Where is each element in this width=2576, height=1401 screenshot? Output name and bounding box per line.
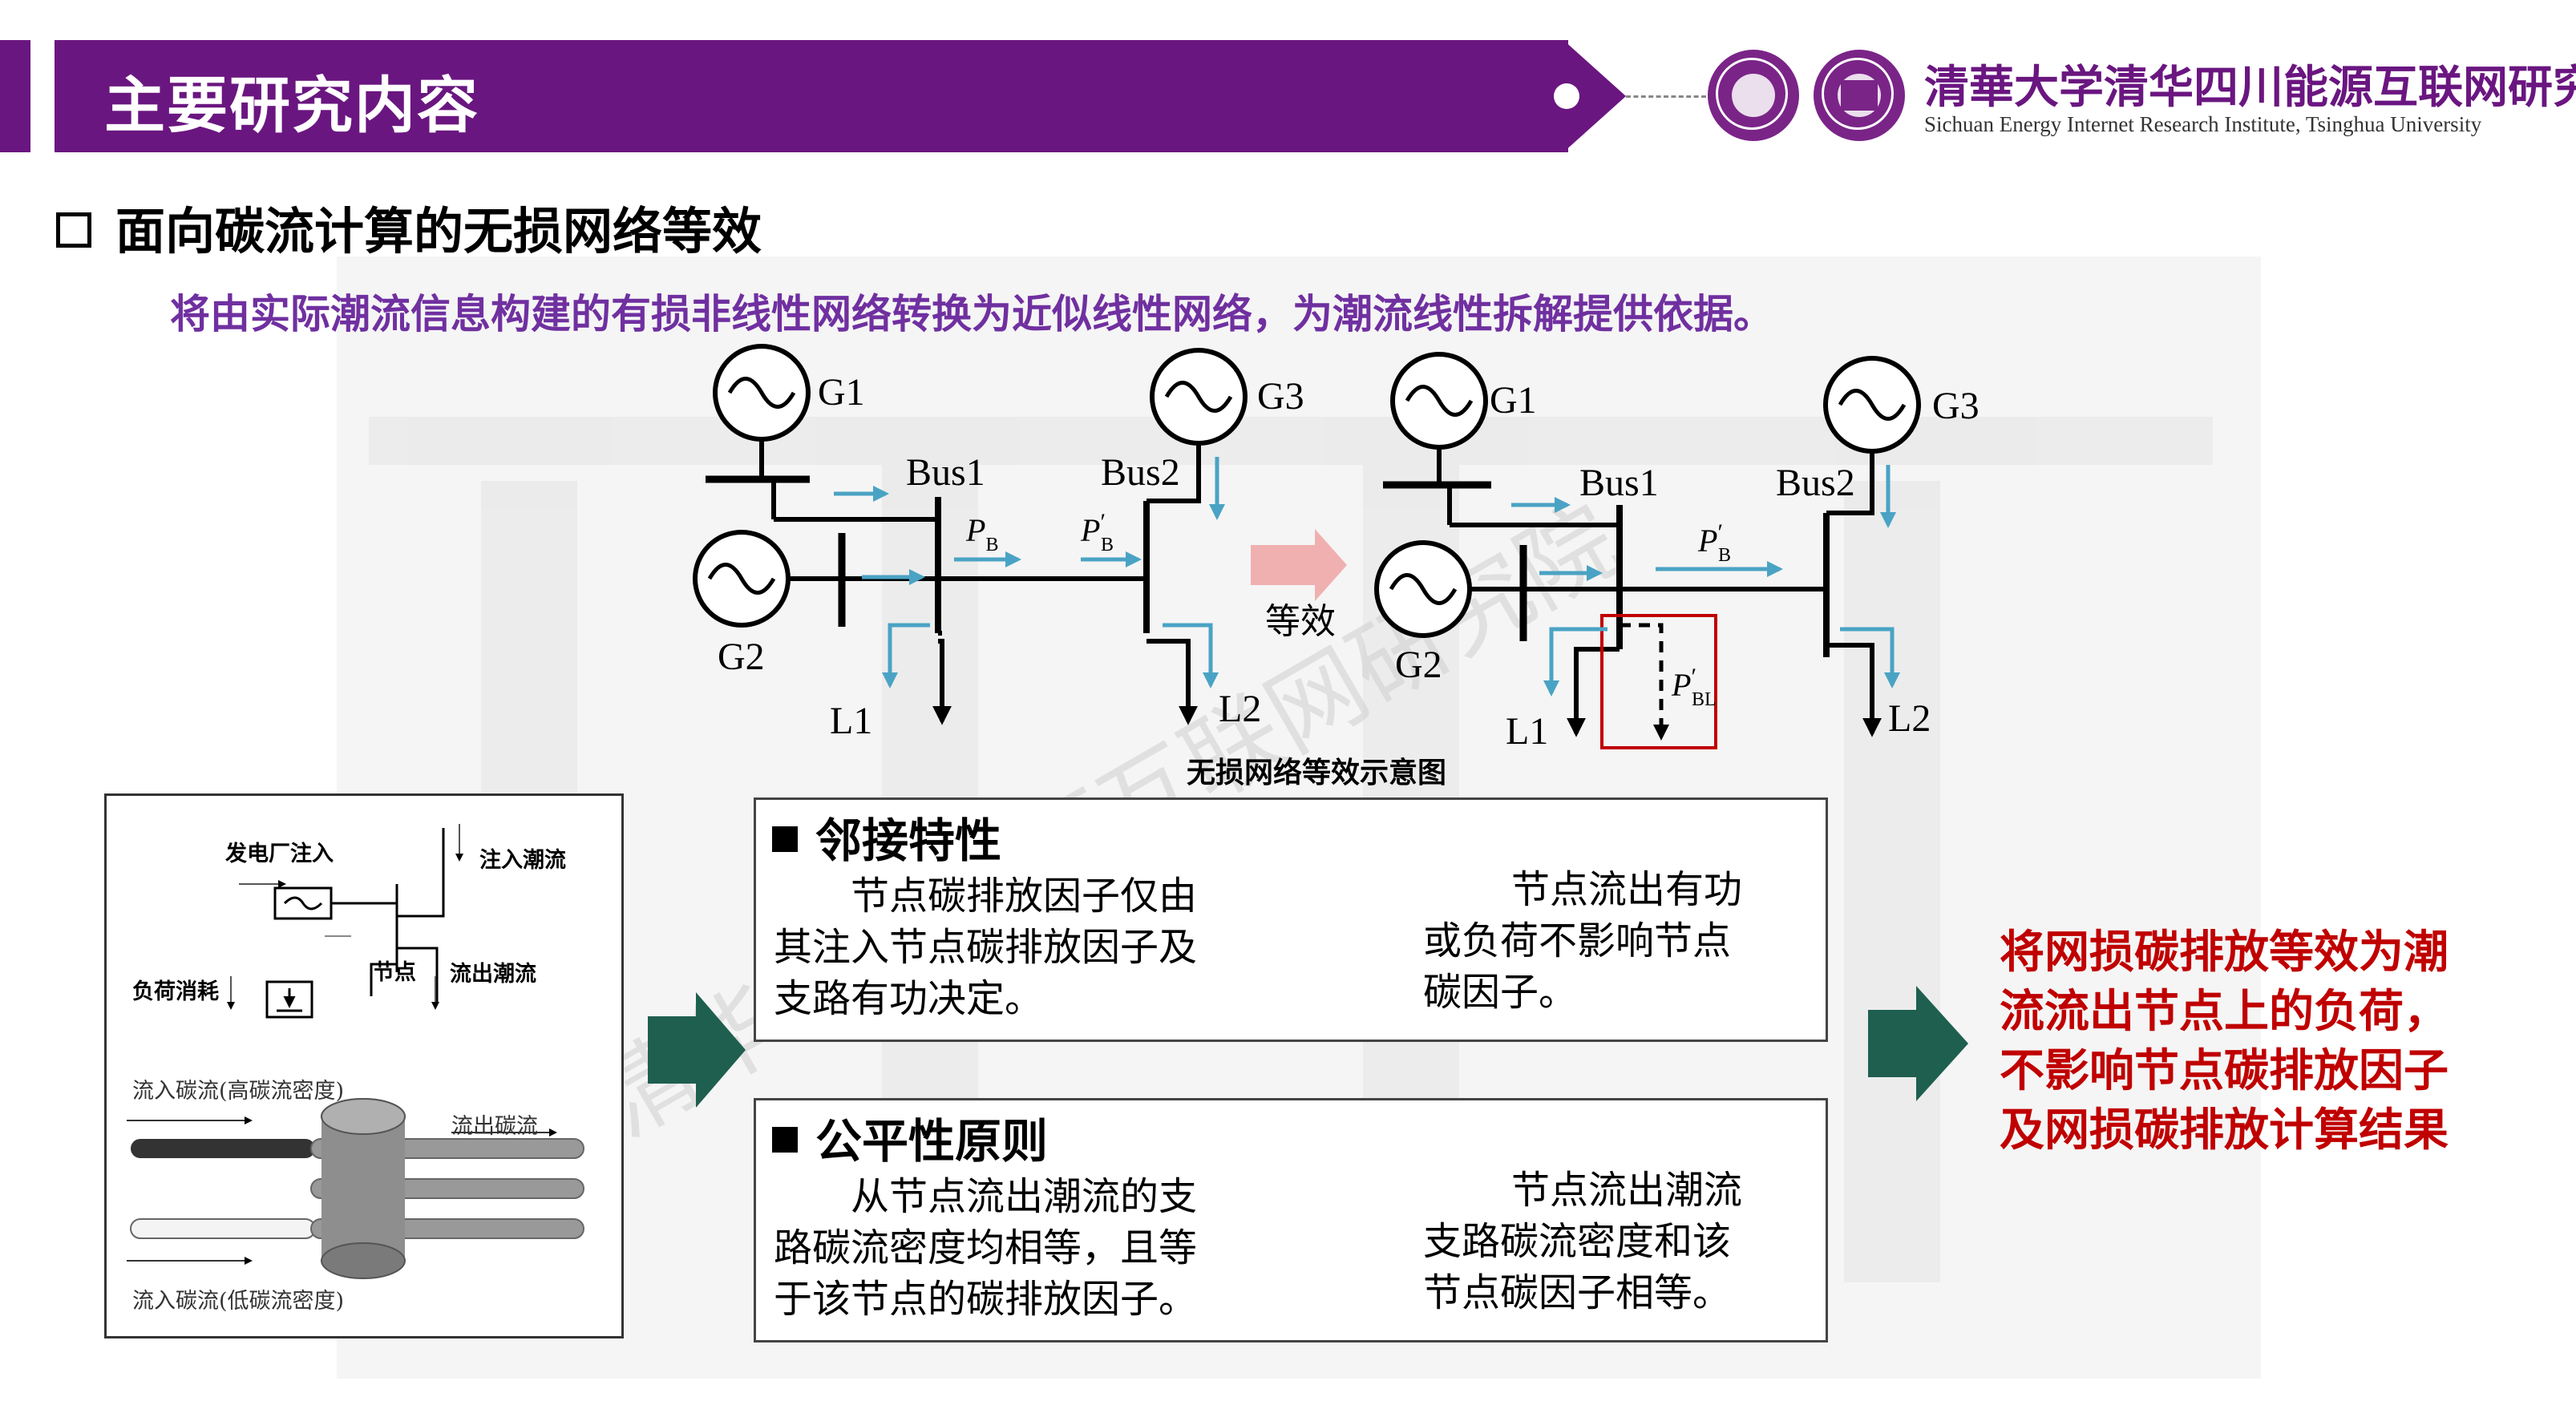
header-dot (1554, 83, 1579, 109)
label-bus1-right: Bus1 (1579, 462, 1659, 504)
equivalent-flow-arrows (1511, 465, 1900, 696)
label-inflow-high: 流入碳流(高碳流密度) (132, 1079, 345, 1104)
label-pbprime-right: P′B (1697, 519, 1731, 566)
section-title: 面向碳流计算的无损网络等效 (56, 191, 762, 263)
label-pblprime: P′BL (1671, 664, 1717, 710)
original-flow-arrows (834, 457, 1225, 688)
equivalence-arrow (1251, 529, 1347, 601)
carbon-flow-illustration: 发电厂注入 注入潮流 节点 流出潮流 负荷消耗 流入碳流(高碳流密度) 流出碳流… (104, 793, 624, 1338)
logo-english: Sichuan Energy Internet Research Institu… (1924, 112, 2482, 136)
diagram-caption: 无损网络等效示意图 (1187, 757, 1447, 789)
section-subtitle: 将由实际潮流信息构建的有损非线性网络转换为近似线性网络，为潮流线性拆解提供依据。 (170, 291, 1773, 337)
label-bus1-left: Bus1 (906, 451, 985, 494)
box-right-text: 节点流出潮流 支路碳流密度和该 节点碳因子相等。 (1423, 1168, 1743, 1315)
label-inject-flow: 注入潮流 (479, 848, 566, 873)
label-l2-left: L2 (1219, 688, 1261, 730)
label-g1-right: G1 (1490, 379, 1537, 422)
conclusion-text: 将网损碳排放等效为潮 流流出节点上的负荷， 不影响节点碳排放因子 及网损碳排放计… (2000, 927, 2449, 1157)
original-network (693, 344, 1248, 725)
label-pbprime-left: P′B (1080, 509, 1114, 555)
loss-load-equivalent (1600, 614, 1717, 749)
equivalent-network (1374, 352, 1921, 737)
header-dashed-line (1626, 95, 1706, 98)
fairness-principle-box: 公平性原则 从节点流出潮流的支 路碳流密度均相等，且等 于该节点的碳排放因子。 … (754, 1098, 1828, 1342)
box-left-text: 节点碳排放因子仅由 其注入节点碳排放因子及 支路有功决定。 (774, 874, 1198, 1021)
logo-chinese: 清華大学清华四川能源互联网研究院 (1924, 61, 2576, 114)
label-g2-right: G2 (1395, 644, 1442, 686)
box-title: 公平性原则 (772, 1104, 1048, 1171)
filled-square-icon (772, 826, 798, 852)
hollow-square-icon (56, 212, 91, 248)
label-inflow-low: 流入碳流(低碳流密度) (132, 1289, 345, 1314)
label-l1-right: L1 (1506, 710, 1548, 753)
label-g2-left: G2 (718, 636, 765, 678)
adjacency-property-box: 邻接特性 节点碳排放因子仅由 其注入节点碳排放因子及 支路有功决定。 节点流出有… (754, 797, 1828, 1042)
green-arrow-left (648, 992, 746, 1108)
label-pb-left: PB (965, 512, 998, 555)
label-g3-right: G3 (1932, 385, 1980, 427)
label-l1-left: L1 (830, 700, 872, 742)
label-outflow: 流出潮流 (450, 962, 536, 987)
carbon-flow-pipes (130, 1098, 584, 1279)
institute-seal-icon (1814, 50, 1905, 141)
equivalence-label: 等效 (1265, 601, 1336, 642)
label-l2-right: L2 (1888, 697, 1931, 740)
label-gen-injection: 发电厂注入 (225, 842, 334, 866)
label-outflow-carbon: 流出碳流 (451, 1114, 538, 1139)
box-title: 邻接特性 (772, 803, 1001, 870)
node-schematic (127, 824, 584, 1279)
label-bus2-right: Bus2 (1776, 462, 1855, 504)
header-left-block (0, 40, 30, 152)
label-node: 节点 (373, 960, 416, 985)
box-left-text: 从节点流出潮流的支 路碳流密度均相等，且等 于该节点的碳排放因子。 (774, 1174, 1198, 1322)
page-title: 主要研究内容 (104, 70, 479, 141)
label-g1-left: G1 (818, 371, 865, 414)
filled-square-icon (772, 1126, 798, 1153)
box-right-text: 节点流出有功 或负荷不影响节点 碳因子。 (1423, 867, 1743, 1015)
tsinghua-seal-icon (1708, 50, 1799, 141)
label-g3-left: G3 (1257, 375, 1304, 418)
header-bar (55, 40, 1568, 152)
green-arrow-right (1868, 986, 1968, 1101)
section-title-text: 面向碳流计算的无损网络等效 (115, 202, 762, 260)
label-bus2-left: Bus2 (1101, 451, 1180, 494)
label-load-consumption: 负荷消耗 (132, 979, 219, 1004)
